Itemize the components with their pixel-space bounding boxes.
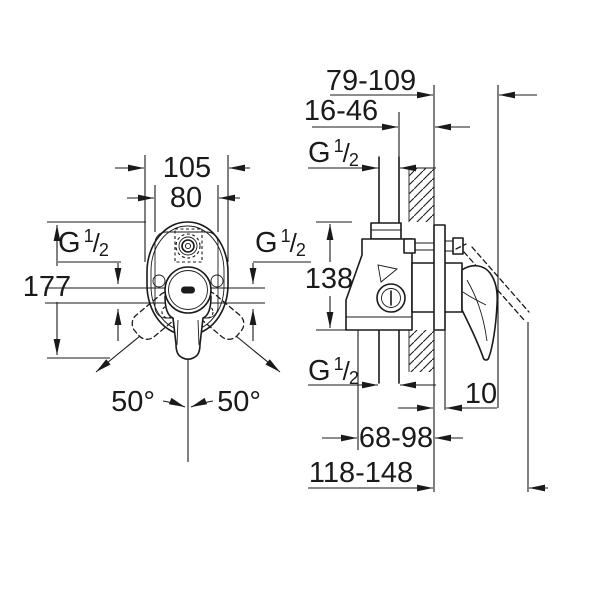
wall-section <box>408 168 434 372</box>
side-pipes <box>378 156 400 384</box>
dim-body-to-wall-label: 68-98 <box>359 422 433 454</box>
angle-right-label: 50° <box>217 386 261 418</box>
mounting-bolt <box>403 237 464 255</box>
front-dimension-lines <box>47 155 311 359</box>
dim-wall-to-open-handle-label: 118-148 <box>309 457 413 489</box>
lever-handle-front <box>164 266 212 360</box>
adjuster-dial <box>376 283 406 313</box>
dim-connection-height-label: 138 <box>305 263 353 295</box>
side-reference-lines <box>357 85 529 492</box>
dim-inner-width-label: 80 <box>170 182 202 214</box>
angle-left-label: 50° <box>111 386 155 418</box>
swivel-angle-lines <box>95 335 281 462</box>
dim-height-label: 177 <box>23 271 71 303</box>
handle-logo-button <box>181 286 195 294</box>
side-dimension-lines <box>308 91 548 492</box>
dim-wall-to-handle-label: 79-109 <box>326 65 416 97</box>
top-outlet-connection <box>174 228 203 263</box>
dim-escutcheon-thickness-label: 10 <box>465 378 497 410</box>
body-triangle-mark <box>377 264 399 283</box>
escutcheon-side <box>433 224 446 331</box>
dim-rough-in-depth-label: 16-46 <box>304 95 378 127</box>
dim-outer-width-label: 105 <box>163 152 211 184</box>
lever-handle-side <box>461 264 499 361</box>
